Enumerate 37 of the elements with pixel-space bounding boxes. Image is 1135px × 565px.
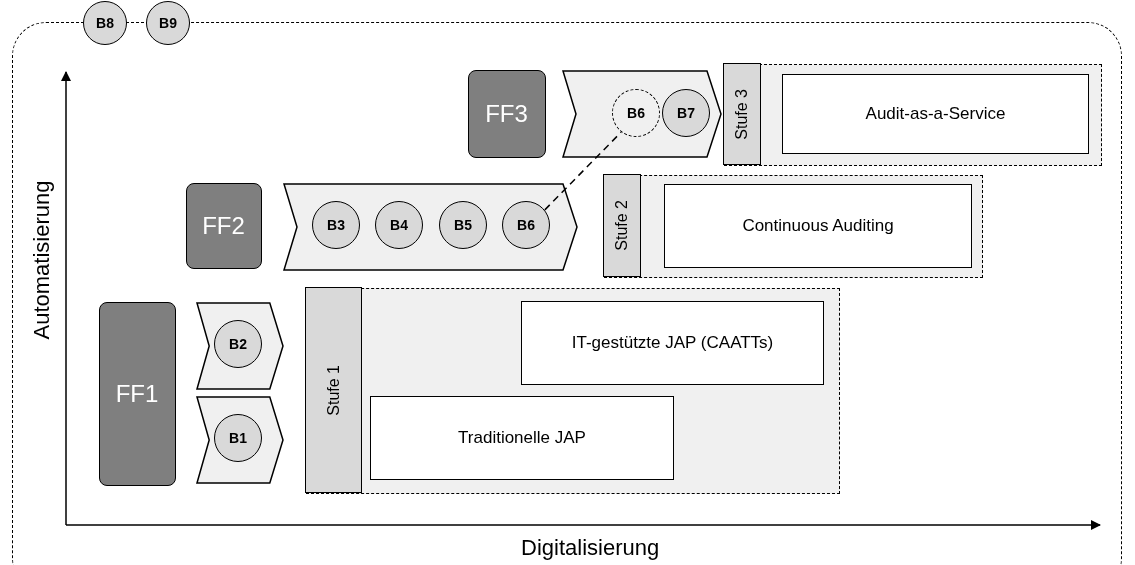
stage-panel [603, 174, 983, 278]
stage-label: Stufe 3 [733, 88, 751, 140]
box-label: Audit-as-a-Service [865, 104, 1006, 124]
circle-label: B8 [96, 15, 114, 31]
box-label: FF1 [115, 379, 159, 408]
circle-label: B9 [159, 15, 177, 31]
step-circle [83, 1, 127, 45]
step-circle [146, 1, 190, 45]
level-box [782, 74, 1089, 154]
circle-label: B1 [229, 430, 247, 446]
dashed-connector [544, 131, 622, 211]
dark-box [467, 69, 546, 158]
stage-panel [305, 287, 840, 494]
circle-label: B2 [229, 336, 247, 352]
box-label: FF3 [485, 99, 528, 128]
circle-label: B5 [454, 217, 472, 233]
box-label: FF2 [202, 211, 245, 240]
circle-label: B7 [677, 105, 695, 121]
circle-label: B4 [390, 217, 408, 233]
axis-title: Digitalisierung [521, 535, 660, 561]
circle-label: B6 [627, 105, 645, 121]
axis-title: Automatisierung [29, 180, 55, 340]
level-box [664, 184, 972, 268]
box-label: Traditionelle JAP [458, 428, 586, 448]
circle-label: B3 [327, 217, 345, 233]
circle-label: B6 [517, 217, 535, 233]
stage-bar [305, 287, 362, 493]
stage-bar [603, 174, 641, 277]
dark-box [98, 301, 176, 486]
box-label: IT-gestützte JAP (CAATTs) [571, 333, 774, 353]
level-box [521, 301, 824, 385]
box-label: Continuous Auditing [742, 216, 894, 236]
dark-box [185, 182, 262, 269]
stage-label: Stufe 1 [324, 364, 343, 416]
level-box [370, 396, 674, 480]
stage-bar [723, 63, 761, 165]
stage-label: Stufe 2 [613, 200, 631, 251]
